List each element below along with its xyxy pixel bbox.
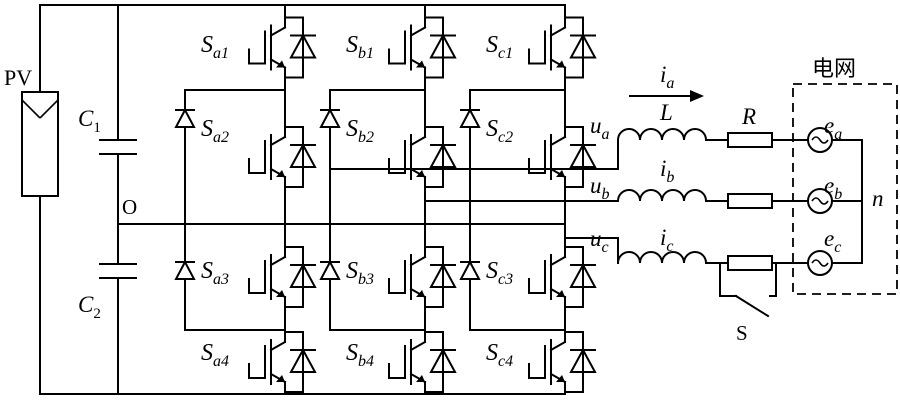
- label-sb4: Sb4: [346, 340, 374, 370]
- label-sc4: Sc4: [486, 340, 513, 370]
- inductor-label: L: [659, 100, 673, 125]
- voltage-uc-label: uc: [590, 226, 609, 256]
- label-sb2: Sb2: [346, 116, 374, 146]
- label-sc3: Sc3: [486, 258, 513, 288]
- clamp-diode-b-lower: [319, 259, 341, 280]
- switch-a4: [248, 329, 317, 395]
- label-sc1: Sc1: [486, 32, 513, 62]
- label-sa4: Sa4: [201, 340, 229, 370]
- clamp-diode-c-lower: [459, 259, 481, 280]
- pv-panel: [21, 91, 59, 197]
- switch-a3: [248, 223, 317, 331]
- capacitor-c2: [99, 263, 137, 279]
- resistor-c: [727, 255, 773, 271]
- phase-a-branch: [616, 127, 863, 153]
- switch-a2: [248, 89, 317, 225]
- resistor-a: [727, 132, 773, 148]
- grid-label: 电网: [812, 57, 856, 82]
- source-eb-label: eb: [824, 173, 842, 203]
- phase-wiring: [329, 139, 619, 264]
- current-ib-label: ib: [660, 156, 674, 186]
- switch-b4: [388, 329, 457, 395]
- inductor-a: [616, 128, 708, 142]
- clamp-diode-a-upper: [174, 107, 196, 128]
- switch-b2: [388, 89, 457, 225]
- resistor-b: [727, 193, 773, 209]
- inductor-b: [616, 189, 708, 203]
- grid-boundary: [792, 83, 898, 295]
- c1-label: C1: [78, 106, 101, 136]
- switch-c2: [528, 89, 597, 225]
- switch-b3: [388, 223, 457, 331]
- clamp-diode-c-upper: [459, 107, 481, 128]
- label-sa1: Sa1: [201, 32, 229, 62]
- current-ia-label: ia: [660, 62, 674, 92]
- switch-c4: [528, 329, 597, 395]
- switch-a1: [248, 4, 317, 91]
- label-sa2: Sa2: [201, 116, 229, 146]
- label-sb3: Sb3: [346, 258, 374, 288]
- source-ea-label: ea: [824, 113, 842, 143]
- dc-bus: [39, 4, 566, 395]
- filter-and-grid: [616, 127, 863, 276]
- neutral-n-label: n: [872, 186, 884, 211]
- switch-c3: [528, 223, 597, 331]
- switch-c1: [528, 4, 597, 91]
- resistor-label: R: [741, 104, 756, 129]
- label-sb1: Sb1: [346, 32, 374, 62]
- bypass-switch-s: [719, 262, 777, 318]
- voltage-ub-label: ub: [590, 173, 610, 203]
- label-sc2: Sc2: [486, 116, 513, 146]
- c2-label: C2: [78, 292, 101, 322]
- midpoint-o-label: O: [122, 195, 137, 219]
- label-sa3: Sa3: [201, 258, 229, 288]
- clamp-diode-a-lower: [174, 259, 196, 280]
- voltage-ua-label: ua: [590, 113, 610, 143]
- bypass-switch-label: S: [736, 321, 748, 345]
- current-arrow: [629, 90, 704, 102]
- capacitor-c1: [99, 139, 137, 155]
- source-ec-label: ec: [824, 226, 841, 256]
- inductor-c: [616, 251, 708, 265]
- current-ic-label: ic: [660, 225, 674, 255]
- switch-b1: [388, 4, 457, 91]
- phase-c-branch: [616, 250, 863, 276]
- phase-b-branch: [616, 188, 863, 214]
- pv-label: PV: [4, 65, 32, 90]
- clamp-diode-b-upper: [319, 107, 341, 128]
